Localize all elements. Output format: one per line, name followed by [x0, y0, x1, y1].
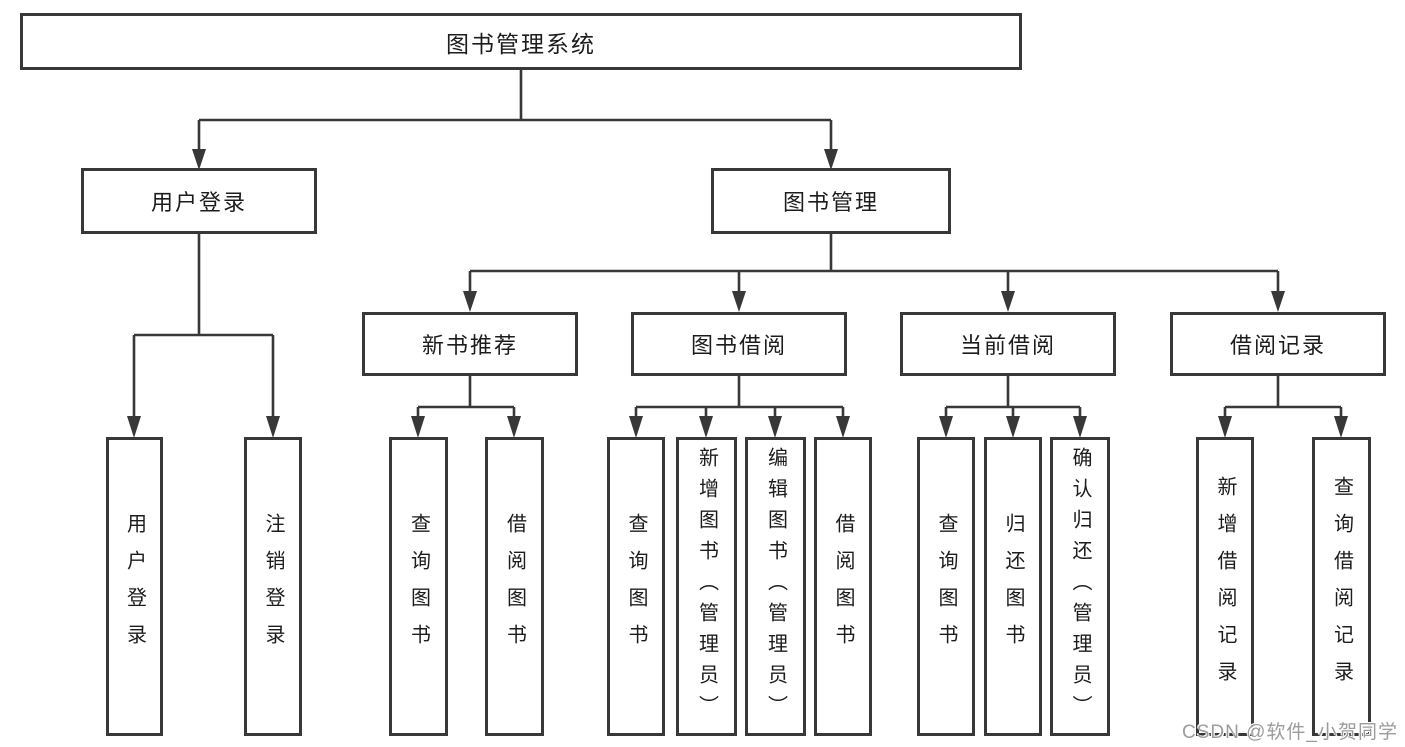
arrow-down-icon	[1334, 416, 1348, 438]
node-book-management: 图书管理	[711, 168, 951, 234]
arrow-down-icon	[266, 416, 280, 438]
leaf-br-add-record: 新增借阅记录	[1196, 437, 1254, 736]
node-system-root: 图书管理系统	[20, 13, 1022, 70]
leaf-label: 查询图书	[407, 512, 430, 661]
arrow-down-icon	[192, 149, 206, 170]
leaf-label: 借阅图书	[832, 512, 854, 661]
arrow-down-icon	[507, 416, 521, 438]
leaf-label: 编辑图书（管理员）	[764, 447, 787, 726]
arrow-down-icon	[732, 291, 746, 312]
arrow-down-icon	[699, 416, 713, 438]
leaf-cb-query-books: 查询图书	[917, 437, 975, 736]
arrow-down-icon	[127, 416, 141, 438]
leaf-bb-edit-books-admin: 编辑图书（管理员）	[745, 437, 806, 736]
leaf-nbr-query-books: 查询图书	[389, 437, 448, 736]
leaf-label: 新增借阅记录	[1214, 475, 1236, 698]
node-label: 用户登录	[150, 190, 247, 215]
arrow-down-icon	[1073, 416, 1087, 438]
leaf-user-login: 用户登录	[106, 437, 163, 736]
node-new-book-recommend: 新书推荐	[362, 312, 578, 376]
arrow-down-icon	[768, 416, 782, 438]
leaf-nbr-borrow-books: 借阅图书	[485, 437, 544, 736]
node-user-login: 用户登录	[81, 168, 317, 234]
node-label: 图书管理系统	[446, 30, 596, 57]
leaf-bb-borrow-books: 借阅图书	[814, 437, 872, 736]
leaf-br-query-record: 查询借阅记录	[1312, 437, 1371, 736]
leaf-bb-query-books: 查询图书	[607, 437, 665, 736]
leaf-bb-add-books-admin: 新增图书（管理员）	[676, 437, 737, 736]
arrow-down-icon	[1001, 291, 1015, 312]
leaf-cb-confirm-return-admin: 确认归还（管理员）	[1050, 437, 1110, 736]
leaf-label: 新增图书（管理员）	[695, 447, 718, 726]
arrow-down-icon	[1271, 291, 1285, 312]
node-label: 图书借阅	[690, 333, 787, 358]
arrowheads	[127, 149, 1348, 438]
arrow-down-icon	[836, 416, 850, 438]
arrow-down-icon	[939, 416, 953, 438]
arrow-down-icon	[1218, 416, 1232, 438]
leaf-label: 查询图书	[625, 512, 647, 661]
leaf-label: 用户登录	[123, 512, 146, 661]
leaf-label: 查询图书	[935, 512, 957, 661]
node-label: 新书推荐	[421, 333, 518, 358]
node-borrow-records: 借阅记录	[1170, 312, 1386, 376]
node-current-borrowing: 当前借阅	[900, 312, 1116, 376]
arrow-down-icon	[629, 416, 643, 438]
arrow-down-icon	[1006, 416, 1020, 438]
connector-segments	[132, 70, 1343, 417]
node-book-borrowing: 图书借阅	[631, 312, 847, 376]
leaf-label: 归还图书	[1002, 512, 1024, 661]
arrow-down-icon	[463, 291, 477, 312]
leaf-label: 查询借阅记录	[1330, 475, 1353, 698]
node-label: 图书管理	[782, 190, 879, 215]
leaf-logout: 注销登录	[244, 437, 302, 736]
leaf-label: 注销登录	[262, 512, 284, 661]
node-label: 借阅记录	[1229, 333, 1326, 358]
leaf-label: 借阅图书	[503, 512, 526, 661]
arrow-down-icon	[824, 149, 838, 170]
arrow-down-icon	[411, 416, 425, 438]
node-label: 当前借阅	[959, 333, 1056, 358]
leaf-label: 确认归还（管理员）	[1069, 447, 1091, 726]
leaf-cb-return-books: 归还图书	[984, 437, 1042, 736]
